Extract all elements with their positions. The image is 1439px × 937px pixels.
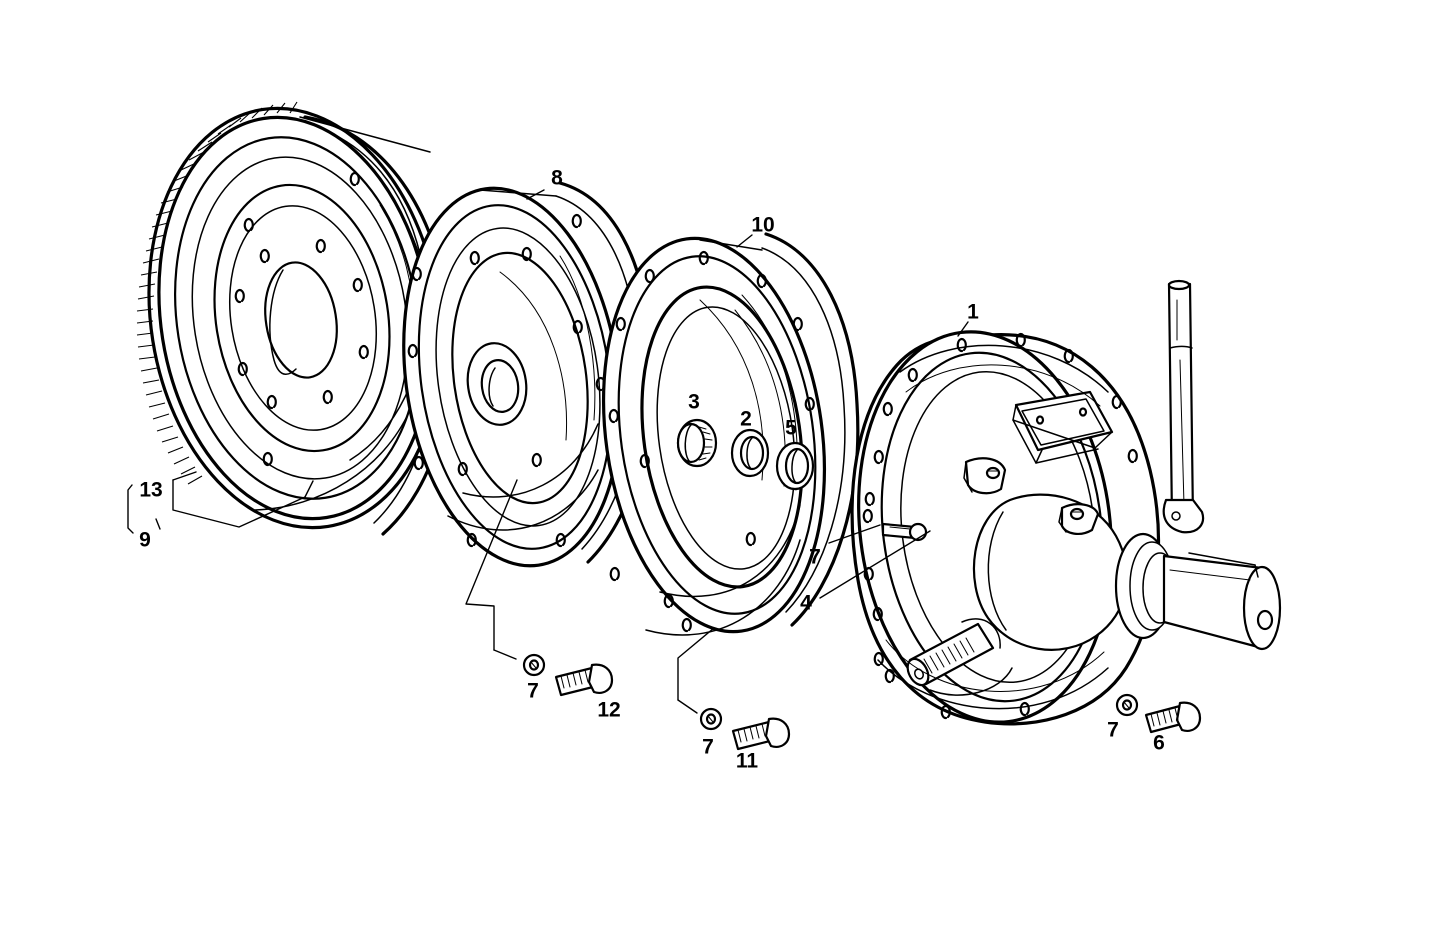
- leader-7c: [677, 699, 698, 714]
- housing-ring-band-1: [617, 255, 817, 615]
- leader-7b: [493, 649, 517, 660]
- housing-nameplate: [1012, 390, 1114, 464]
- clutch-plate-ring-2: [435, 227, 601, 527]
- clutch-profile-c: [462, 423, 599, 498]
- callout-7c: 7: [702, 736, 714, 759]
- rod-collar: [1169, 345, 1193, 349]
- callout-11: 11: [736, 750, 759, 773]
- part-seal-2: [730, 428, 770, 478]
- part-flywheel-assembly: [136, 101, 453, 536]
- flywheel-bore-inner-shade: [269, 269, 297, 375]
- output-shaft-center-hole: [1256, 609, 1274, 631]
- housing-ring-bolt-holes: [608, 250, 815, 633]
- callout-6: 6: [1153, 732, 1165, 755]
- housing-top-edge: [899, 344, 1109, 393]
- fastener-washer-7b: [522, 653, 546, 677]
- output-shaft-hilite: [1169, 569, 1251, 581]
- splined-shaft-pocket: [929, 667, 1013, 696]
- control-lever-rod: [1162, 279, 1205, 534]
- clutch-profile-a: [479, 189, 557, 197]
- housing-ring-profile-c: [659, 504, 801, 598]
- callout-7d: 7: [1107, 719, 1119, 742]
- callout-1: 1: [967, 301, 979, 324]
- clutch-profile-b: [559, 255, 596, 421]
- clutch-profile-e: [499, 271, 568, 441]
- flywheel-rim-profile-a: [299, 116, 431, 153]
- leader-1: [957, 321, 969, 337]
- housing-ring-profile-a: [699, 239, 763, 251]
- output-shaft-keyway-top: [1188, 552, 1256, 566]
- housing-lug-lower: [1058, 503, 1100, 536]
- spline-teeth: [923, 637, 975, 674]
- part-bushing-5: [775, 441, 815, 491]
- output-shaft-end-face: [1242, 565, 1282, 651]
- splined-shaft-collar: [961, 618, 1001, 649]
- housing-ring-band-2: [640, 285, 804, 589]
- callout-10: 10: [751, 214, 774, 237]
- housing-bottom-edge-2: [885, 639, 1105, 692]
- output-shaft-keyway-end: [1254, 564, 1259, 578]
- flywheel-step-ring-2: [191, 156, 409, 480]
- part-bell-housing: [850, 330, 1282, 726]
- splined-shaft-bore: [914, 668, 924, 680]
- callout-8: 8: [551, 167, 563, 190]
- bearing-roller-marks: [698, 426, 713, 461]
- leader-10: [736, 234, 753, 248]
- fastener-bolt-6: [1144, 701, 1202, 734]
- callout-4: 4: [800, 592, 812, 615]
- callout-7b: 7: [527, 680, 539, 703]
- callout-leader-13-9: [127, 471, 314, 534]
- housing-ring-rear-rim-inner: [761, 247, 846, 613]
- callout-7a: 7: [809, 546, 821, 569]
- fastener-washer-7d: [1115, 693, 1139, 717]
- flywheel-rim-profile-d: [254, 409, 411, 511]
- callout-5: 5: [785, 417, 797, 440]
- flywheel-bolt-holes: [234, 171, 369, 467]
- fastener-washer-7c: [699, 707, 723, 731]
- ring-gear-teeth: [136, 101, 298, 485]
- rod-lower-joint: [1162, 498, 1205, 534]
- fastener-bolt-11: [731, 717, 791, 751]
- leader-7b-to-plate: [465, 479, 518, 651]
- leader-8: [526, 189, 545, 200]
- housing-bottom-edge: [877, 659, 1109, 710]
- callout-3: 3: [688, 391, 700, 414]
- leader-4: [819, 530, 931, 599]
- callout-9: 9: [139, 529, 151, 552]
- clutch-plate-bolt-holes: [407, 213, 606, 548]
- callout-12: 12: [597, 699, 620, 722]
- clutch-plate-ring-3: [451, 251, 589, 505]
- bell-housing-flange-inner: [880, 351, 1104, 703]
- rod-hilite-2: [1179, 359, 1185, 506]
- fastener-bolt-12: [554, 663, 614, 697]
- callout-13: 13: [139, 479, 162, 502]
- leader-7c-to-ring: [677, 627, 715, 701]
- rod-pivot-pin: [1171, 511, 1181, 521]
- flywheel-center-bore: [264, 261, 338, 379]
- flywheel-inner-step: [228, 205, 378, 431]
- rod-top-cap: [1167, 279, 1191, 291]
- flange-stud-bolt: [881, 522, 928, 542]
- part-clutch-plate: [402, 181, 653, 568]
- housing-top-edge-2: [905, 364, 1101, 407]
- flywheel-friction-face: [213, 183, 391, 453]
- housing-ring-profile-d: [645, 539, 801, 636]
- leader-7a: [828, 524, 881, 544]
- bell-housing-boss-shade: [987, 511, 1007, 631]
- part-bearing-3: [676, 418, 718, 468]
- clutch-profile-d: [447, 469, 599, 531]
- callout-2: 2: [740, 408, 752, 431]
- housing-lug-upper: [963, 457, 1007, 495]
- clutch-hub-bore: [480, 359, 520, 413]
- housing-ring-rear-rim: [764, 232, 860, 627]
- clutch-hub-bore-shade: [488, 367, 496, 407]
